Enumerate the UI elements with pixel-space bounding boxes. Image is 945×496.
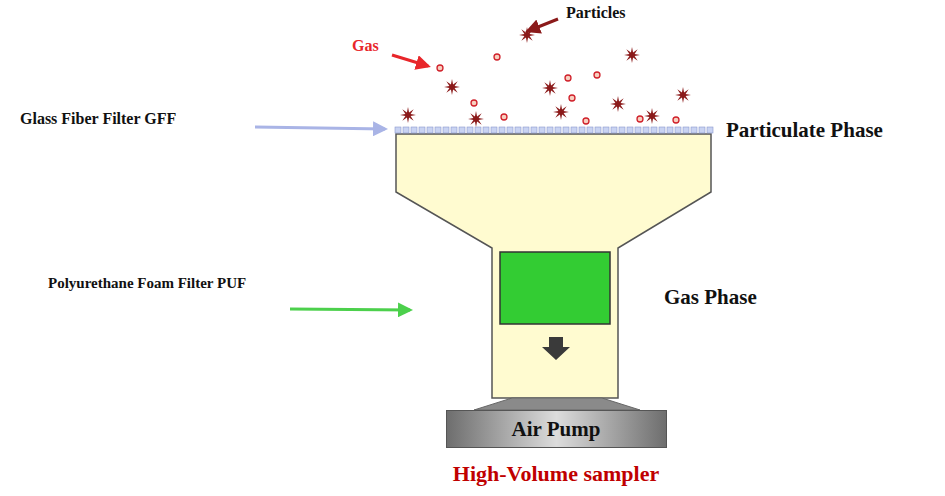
filter-cell — [451, 127, 457, 133]
gas-molecule — [565, 75, 571, 81]
filter-cell — [707, 127, 713, 133]
filter-cell — [667, 127, 673, 133]
filter-cell — [547, 127, 553, 133]
filter-cell — [419, 127, 425, 133]
filter-cell — [603, 127, 609, 133]
filter-cell — [563, 127, 569, 133]
caption: High-Volume sampler — [453, 461, 659, 486]
filter-cell — [539, 127, 545, 133]
gas-molecule — [494, 54, 500, 60]
gas-molecule — [501, 114, 507, 120]
particle — [675, 87, 691, 103]
filter-cell — [523, 127, 529, 133]
filter-cell — [459, 127, 465, 133]
gas-molecule — [471, 100, 477, 106]
leader-arrow — [528, 19, 558, 31]
gff-label: Glass Fiber Filter GFF — [20, 110, 176, 128]
filter-cell — [531, 127, 537, 133]
gas-molecule — [569, 95, 575, 101]
filter-cell — [691, 127, 697, 133]
particle — [610, 96, 626, 112]
filter-cell — [427, 127, 433, 133]
puf-filter — [500, 252, 610, 324]
particle — [400, 107, 416, 123]
gas-molecule — [673, 117, 679, 123]
filter-cell — [611, 127, 617, 133]
gas-molecule — [437, 65, 443, 71]
filter-cell — [659, 127, 665, 133]
filter-cell — [571, 127, 577, 133]
filter-cell — [643, 127, 649, 133]
filter-cell — [475, 127, 481, 133]
gas-molecule — [637, 116, 643, 122]
filter-cell — [595, 127, 601, 133]
phase-label: Gas Phase — [664, 285, 757, 309]
node-text: Air Pump — [512, 417, 601, 442]
gff-filter — [395, 127, 713, 133]
gas-molecule — [594, 72, 600, 78]
particles-label: Particles — [566, 4, 626, 22]
particle — [644, 108, 660, 124]
pump-neck — [474, 398, 640, 410]
filter-cell — [619, 127, 625, 133]
filter-cell — [395, 127, 401, 133]
particle — [468, 111, 484, 127]
filter-cell — [507, 127, 513, 133]
puf-label: Polyurethane Foam Filter PUF — [48, 275, 246, 292]
filter-cell — [411, 127, 417, 133]
filter-cell — [555, 127, 561, 133]
filter-cell — [435, 127, 441, 133]
air-contents — [400, 27, 691, 127]
filter-cell — [699, 127, 705, 133]
particle — [542, 80, 558, 96]
sampler-housing — [396, 134, 711, 398]
gas-molecule — [583, 118, 589, 124]
filter-cell — [491, 127, 497, 133]
filter-cell — [403, 127, 409, 133]
air-pump: Air Pump — [446, 410, 667, 448]
particle — [553, 104, 569, 120]
gas-label: Gas — [352, 37, 379, 55]
filter-cell — [587, 127, 593, 133]
filter-cell — [443, 127, 449, 133]
filter-cell — [467, 127, 473, 133]
flow-arrow — [542, 337, 570, 360]
leader-arrow — [392, 55, 428, 66]
leader-arrow — [255, 127, 385, 129]
filter-cell — [515, 127, 521, 133]
filter-cell — [651, 127, 657, 133]
filter-cell — [483, 127, 489, 133]
filter-cell — [683, 127, 689, 133]
filter-cell — [627, 127, 633, 133]
particle — [444, 79, 460, 95]
filter-cell — [499, 127, 505, 133]
particle — [624, 47, 640, 63]
leader-arrow — [290, 309, 410, 310]
filter-cell — [675, 127, 681, 133]
filter-cell — [579, 127, 585, 133]
filter-cell — [635, 127, 641, 133]
phase-label: Particulate Phase — [726, 118, 883, 142]
